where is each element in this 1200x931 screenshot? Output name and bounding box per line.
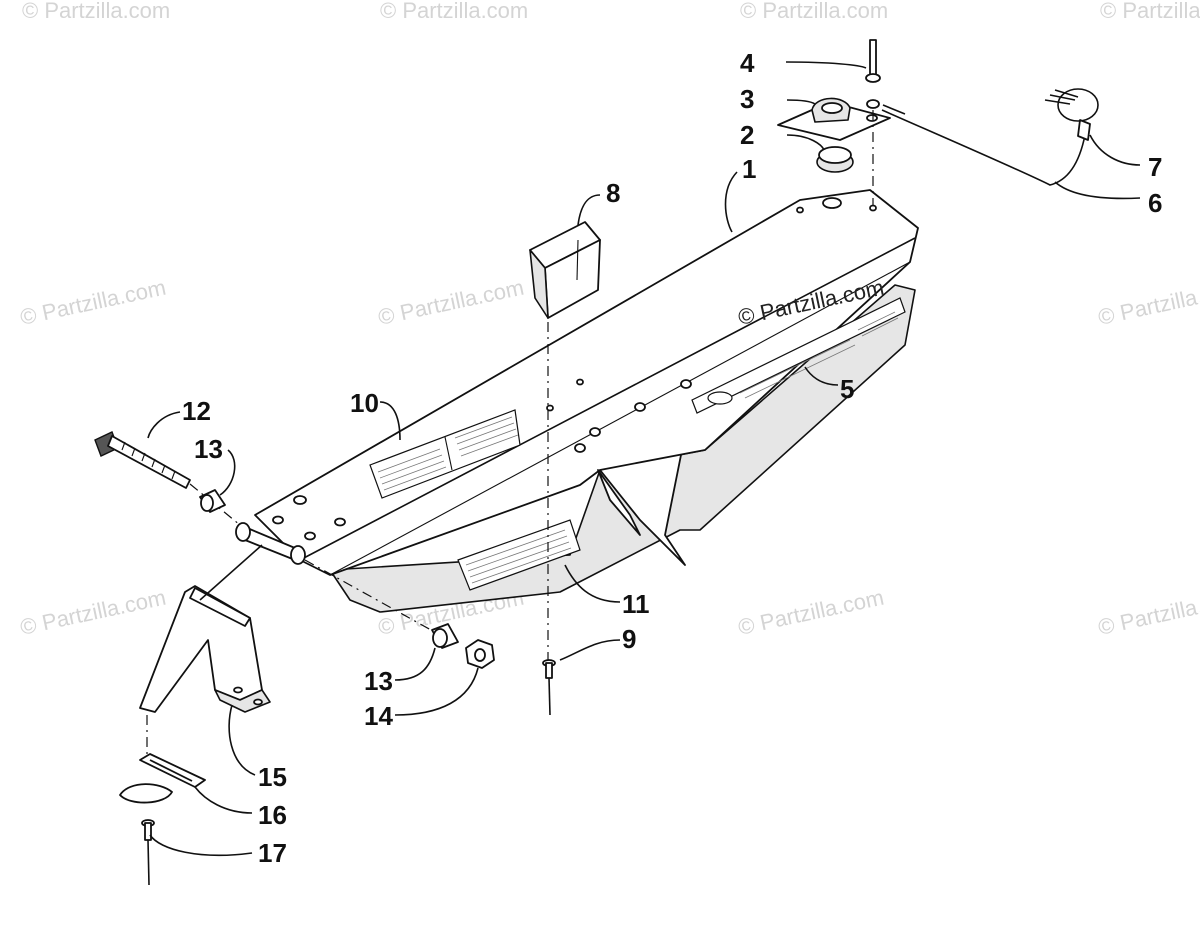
callout-6: 6	[1148, 188, 1162, 218]
callout-1: 1	[742, 154, 756, 184]
centerline-hinge	[304, 559, 441, 636]
bushing-upper	[199, 489, 226, 513]
leader-lines	[147, 61, 1141, 857]
watermark: © Partzilla.com	[380, 0, 528, 23]
lock-nut	[465, 639, 495, 669]
hinge-tube	[235, 522, 306, 565]
rivet-bottom	[542, 659, 556, 716]
grommet	[816, 146, 854, 173]
callout-8: 8	[606, 178, 620, 208]
tether-cable	[881, 88, 1099, 186]
callout-13-lower: 13	[364, 666, 393, 696]
callout-2: 2	[740, 120, 754, 150]
watermark: © Partzilla.com	[22, 0, 170, 23]
callout-12: 12	[182, 396, 211, 426]
callout-17: 17	[258, 838, 287, 868]
mounting-holes	[272, 197, 877, 541]
callout-7: 7	[1148, 152, 1162, 182]
warning-decal-bottom	[457, 519, 581, 591]
callout-4: 4	[740, 48, 755, 78]
watermark: © Partzilla.com	[18, 585, 168, 640]
callout-16: 16	[258, 800, 287, 830]
watermark: © Partzilla.com	[376, 275, 526, 330]
backing-plate	[119, 753, 206, 804]
callout-15: 15	[258, 762, 287, 792]
watermark: © Partzilla.com	[1096, 585, 1200, 640]
callout-5: 5	[840, 374, 854, 404]
callout-labels: 1 2 3 4 5 6 7 8 9 10 11 12 13 13 14 15 1…	[182, 48, 1162, 868]
cable-housing-bracket	[777, 97, 891, 141]
callout-11: 11	[622, 589, 650, 619]
warning-decal-top	[369, 409, 521, 499]
watermark: © Partzilla.com	[736, 585, 886, 640]
callout-10: 10	[350, 388, 379, 418]
rivet-bracket	[141, 819, 155, 886]
callout-3: 3	[740, 84, 754, 114]
rivet-top	[865, 39, 881, 205]
callout-14: 14	[364, 701, 393, 731]
watermark: © Partzilla.com	[1100, 0, 1200, 23]
support-bracket	[139, 544, 271, 713]
bracket-clip	[529, 221, 601, 319]
running-board-panel	[235, 189, 919, 613]
name-plate-decal	[691, 297, 906, 414]
watermark: © Partzilla.com	[1096, 275, 1200, 330]
callout-13-upper: 13	[194, 434, 223, 464]
watermark: © Partzilla.com	[18, 275, 168, 330]
hinge-bolt	[94, 431, 241, 526]
bushing-lower	[431, 623, 459, 649]
watermark: © Partzilla.com	[740, 0, 888, 23]
callout-9: 9	[622, 624, 636, 654]
